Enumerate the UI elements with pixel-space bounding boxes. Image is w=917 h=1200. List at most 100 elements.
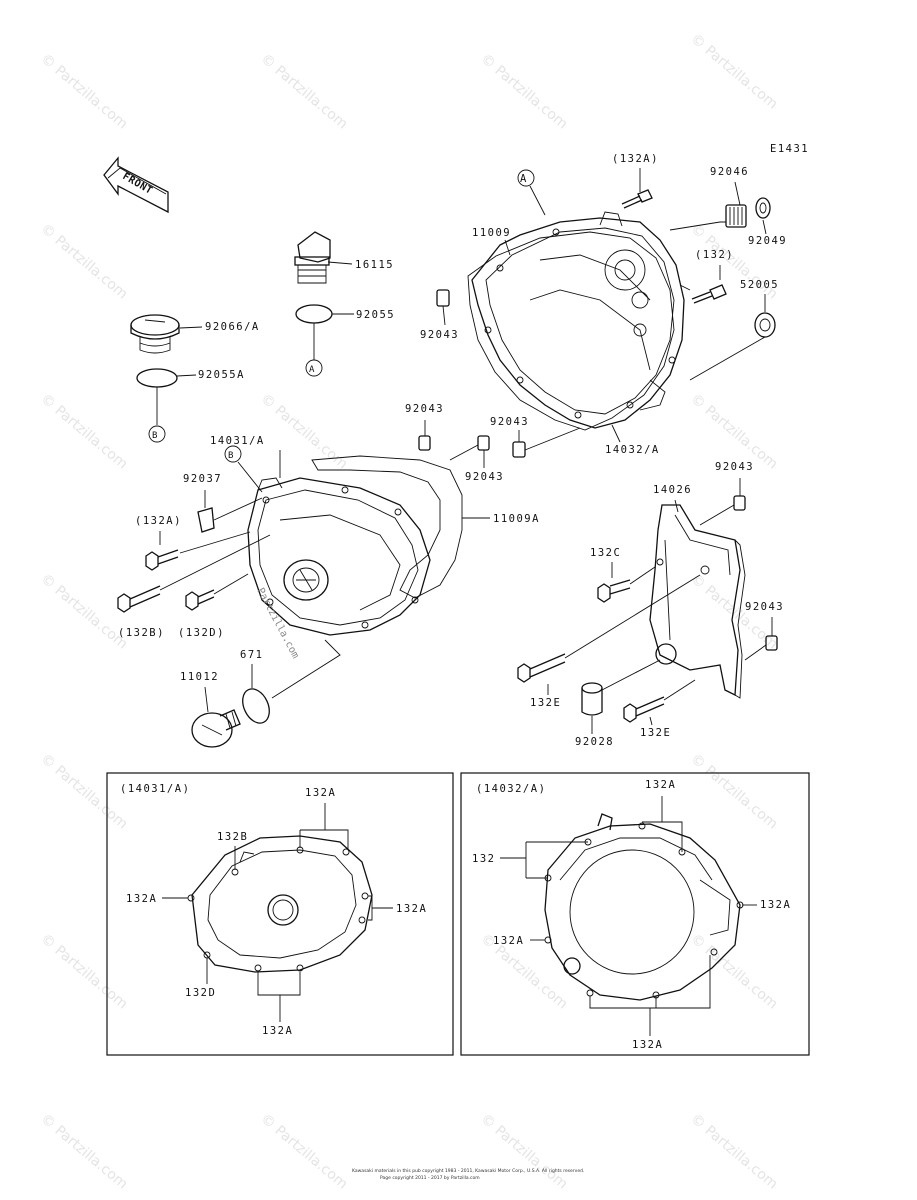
clutch-cover-14032A <box>471 211 685 429</box>
watermark: © Partzilla.com <box>687 931 780 1013</box>
generator-cover-14031A <box>247 477 431 636</box>
watermark: © Partzilla.com <box>37 51 130 133</box>
label-132D-paren: (132D) <box>178 627 225 639</box>
footer-copyright: Kawasaki materials in this pub copyright… <box>352 1168 584 1174</box>
label-14032A: 14032/A <box>605 444 660 456</box>
dowel-92043-e <box>733 495 746 511</box>
detail-left-label: 132B <box>217 831 248 843</box>
callout-B-mid: B <box>228 451 235 461</box>
bolt-132 <box>691 284 727 304</box>
label-671: 671 <box>240 649 263 661</box>
o-ring-92055 <box>295 304 333 324</box>
label-11009: 11009 <box>472 227 511 239</box>
detail-left-label: 132D <box>185 987 216 999</box>
bolt-132D <box>185 589 215 611</box>
label-11009A: 11009A <box>493 513 540 525</box>
gasket-11009A <box>311 455 463 599</box>
bolt-132A-left <box>145 549 179 571</box>
diagram-code: E1431 <box>770 143 809 155</box>
label-92055A: 92055A <box>198 369 245 381</box>
seal-52005 <box>754 312 776 338</box>
label-92037: 92037 <box>183 473 222 485</box>
seal-92049 <box>755 197 771 219</box>
detail-right-label: 132A <box>632 1039 663 1051</box>
label-14026: 14026 <box>653 484 692 496</box>
dowel-92043-b <box>512 441 526 458</box>
label-92066A: 92066/A <box>205 321 260 333</box>
cover-14026 <box>649 504 746 699</box>
label-92043-c: 92043 <box>405 403 444 415</box>
detail-left-title: (14031/A) <box>120 783 190 795</box>
label-132A-top: (132A) <box>612 153 659 165</box>
watermark: © Partzilla.com <box>257 1111 350 1193</box>
detail-right-label: 132A <box>493 935 524 947</box>
label-14031A: 14031/A <box>210 435 265 447</box>
label-11012: 11012 <box>180 671 219 683</box>
callout-B-mid-circle <box>224 445 242 463</box>
label-132E-b: 132E <box>640 727 671 739</box>
watermark: © Partzilla.com <box>37 1111 130 1193</box>
o-ring-92055A <box>136 368 178 388</box>
label-92043-b: 92043 <box>490 416 529 428</box>
label-132C: 132C <box>590 547 621 559</box>
label-92043-f: 92043 <box>745 601 784 613</box>
plug-92066A <box>130 314 180 354</box>
bolt-132E-a <box>517 653 566 683</box>
label-92028: 92028 <box>575 736 614 748</box>
dowel-92043-f <box>765 635 778 651</box>
detail-left-label: 132A <box>305 787 336 799</box>
collar-92028 <box>581 682 603 716</box>
detail-box-14031A <box>106 772 454 1056</box>
front-arrow-label: FRONT <box>121 171 155 197</box>
watermark: © Partzilla.com <box>37 751 130 833</box>
watermark: © Partzilla.com <box>37 391 130 473</box>
watermark: © Partzilla.com <box>37 221 130 303</box>
bolt-132E-b <box>623 696 665 723</box>
dowel-92043-c <box>418 435 431 451</box>
callout-A: A <box>520 173 528 185</box>
detail-left-cover <box>187 835 373 973</box>
detail-left-label: 132A <box>262 1025 293 1037</box>
front-arrow-icon: FRONT <box>103 156 169 214</box>
label-16115: 16115 <box>355 259 394 271</box>
label-92043-a: 92043 <box>420 329 459 341</box>
oil-filler-cap-16115 <box>294 231 331 284</box>
clamp-92037 <box>197 507 215 533</box>
bearing-92046 <box>725 204 747 228</box>
watermark: © Partzilla.com <box>687 1111 780 1193</box>
watermark: © Partzilla.com <box>687 31 780 113</box>
label-132E-a: 132E <box>530 697 561 709</box>
watermark: © Partzilla.com <box>37 571 130 653</box>
detail-right-label: 132A <box>760 899 791 911</box>
plug-11012 <box>191 709 241 748</box>
watermark: © Partzilla.com <box>477 1111 570 1193</box>
detail-left-label: 132A <box>126 893 157 905</box>
label-92049: 92049 <box>748 235 787 247</box>
label-132B-paren: (132B) <box>118 627 165 639</box>
detail-right-label: 132A <box>645 779 676 791</box>
callout-B-small-circle <box>148 425 166 443</box>
bolt-132A-top <box>621 189 653 209</box>
dowel-92043-d <box>477 435 490 451</box>
watermark: © Partzilla.com <box>687 751 780 833</box>
label-92043-e: 92043 <box>715 461 754 473</box>
watermark: © Partzilla.com <box>37 931 130 1013</box>
watermark: © Partzilla.com <box>477 51 570 133</box>
footer-copyright-2: Page copyright 2011 - 2017 by Partzilla.… <box>380 1175 480 1181</box>
gasket-11009 <box>467 231 675 431</box>
detail-right-label: 132 <box>472 853 495 865</box>
callout-A-small: A <box>309 365 316 375</box>
detail-box-14032A <box>460 772 810 1056</box>
callout-A-small-circle <box>305 359 323 377</box>
callout-B-small: B <box>152 431 159 441</box>
watermark: © Partzilla.com <box>257 51 350 133</box>
label-132-paren: (132) <box>695 249 734 261</box>
detail-right-cover <box>544 813 744 1001</box>
dowel-92043-a <box>436 289 450 307</box>
detail-right-title: (14032/A) <box>476 783 546 795</box>
label-92055: 92055 <box>356 309 395 321</box>
detail-left-label: 132A <box>396 903 427 915</box>
callout-A-circle <box>517 169 535 187</box>
label-92043-d: 92043 <box>465 471 504 483</box>
